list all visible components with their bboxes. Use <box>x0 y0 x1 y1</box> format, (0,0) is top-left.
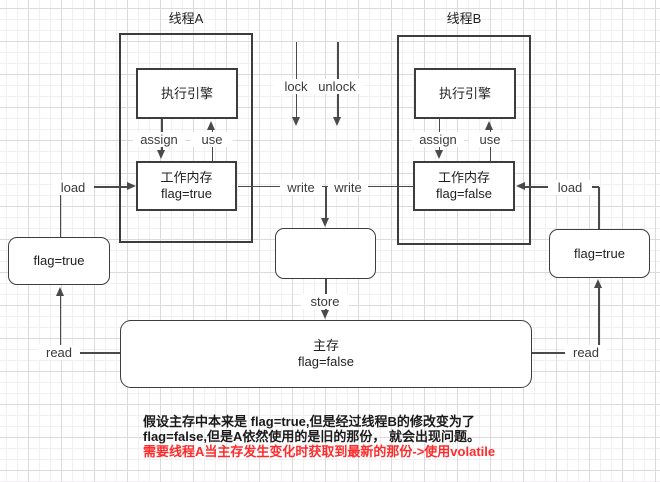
thread-b-workmem-box: 工作内存 flag=false <box>413 161 515 211</box>
line-segment <box>59 296 61 353</box>
read-b-label: read <box>565 345 607 360</box>
use-a-label: use <box>191 132 233 147</box>
note-line-3-highlight: 需要线程A当主存发生变化时获取到最新的那份->使用volatile <box>143 444 496 459</box>
line-segment <box>59 187 61 237</box>
arrowhead-down-icon <box>321 310 329 319</box>
flag-box-right: flag=true <box>549 229 650 278</box>
line-segment <box>598 187 600 229</box>
main-memory-box: 主存 flag=false <box>120 320 532 388</box>
load-b-label: load <box>548 180 592 195</box>
thread-b-container <box>397 35 531 245</box>
arrowhead-up-icon <box>207 121 215 130</box>
store-buffer-box <box>275 228 376 279</box>
flag-box-left: flag=true <box>8 237 110 285</box>
flag-box-left-value: flag=true <box>33 253 85 268</box>
note-line-2: flag=false,但是A依然使用的是旧的那份， 就会出现问题。 <box>143 429 480 444</box>
arrowhead-up-icon <box>594 279 602 288</box>
thread-a-workmem-value: flag=true <box>161 186 212 201</box>
thread-a-workmem-box: 工作内存 flag=true <box>136 161 237 211</box>
read-a-label: read <box>38 345 80 360</box>
lock-label: lock <box>273 79 319 94</box>
assign-a-label: assign <box>133 132 185 147</box>
load-a-label: load <box>52 180 94 195</box>
main-memory-value: flag=false <box>297 354 354 369</box>
arrowhead-down-icon <box>321 218 329 227</box>
line-segment <box>325 187 327 219</box>
unlock-label: unlock <box>310 79 364 94</box>
arrowhead-down-icon <box>333 117 341 126</box>
use-b-label: use <box>469 132 511 147</box>
thread-b-engine-label: 执行引擎 <box>438 85 491 101</box>
flag-box-right-value: flag=true <box>574 245 625 261</box>
thread-b-engine-box: 执行引擎 <box>414 68 516 119</box>
note-text: 假设主存中本来是 flag=true,但是经过线程B的修改变为了 flag=fa… <box>143 414 533 459</box>
arrowhead-down-icon <box>434 150 443 159</box>
thread-b-workmem-value: flag=false <box>435 186 492 201</box>
main-memory-title: 主存 <box>312 338 339 353</box>
arrowhead-down-icon <box>291 117 300 126</box>
store-label: store <box>301 294 349 309</box>
note-line-1: 假设主存中本来是 flag=true,但是经过线程B的修改变为了 <box>143 414 475 429</box>
thread-a-engine-box: 执行引擎 <box>136 68 238 119</box>
assign-b-label: assign <box>412 132 464 147</box>
write-b-label: write <box>328 180 368 195</box>
arrowhead-up-icon <box>55 287 64 296</box>
arrowhead-down-icon <box>157 150 165 159</box>
arrowhead-right-icon <box>127 182 136 190</box>
thread-b-title: 线程B <box>446 11 482 26</box>
arrowhead-up-icon <box>485 121 493 130</box>
thread-a-title: 线程A <box>168 11 204 26</box>
line-segment <box>598 288 600 353</box>
thread-a-engine-label: 执行引擎 <box>160 85 213 101</box>
arrowhead-left-icon <box>516 182 525 190</box>
line-segment <box>60 352 120 354</box>
thread-a-workmem-title: 工作内存 <box>160 170 213 185</box>
thread-b-workmem-title: 工作内存 <box>437 170 490 185</box>
line-segment <box>238 185 413 187</box>
thread-a-container <box>119 33 253 243</box>
write-a-label: write <box>280 180 322 195</box>
